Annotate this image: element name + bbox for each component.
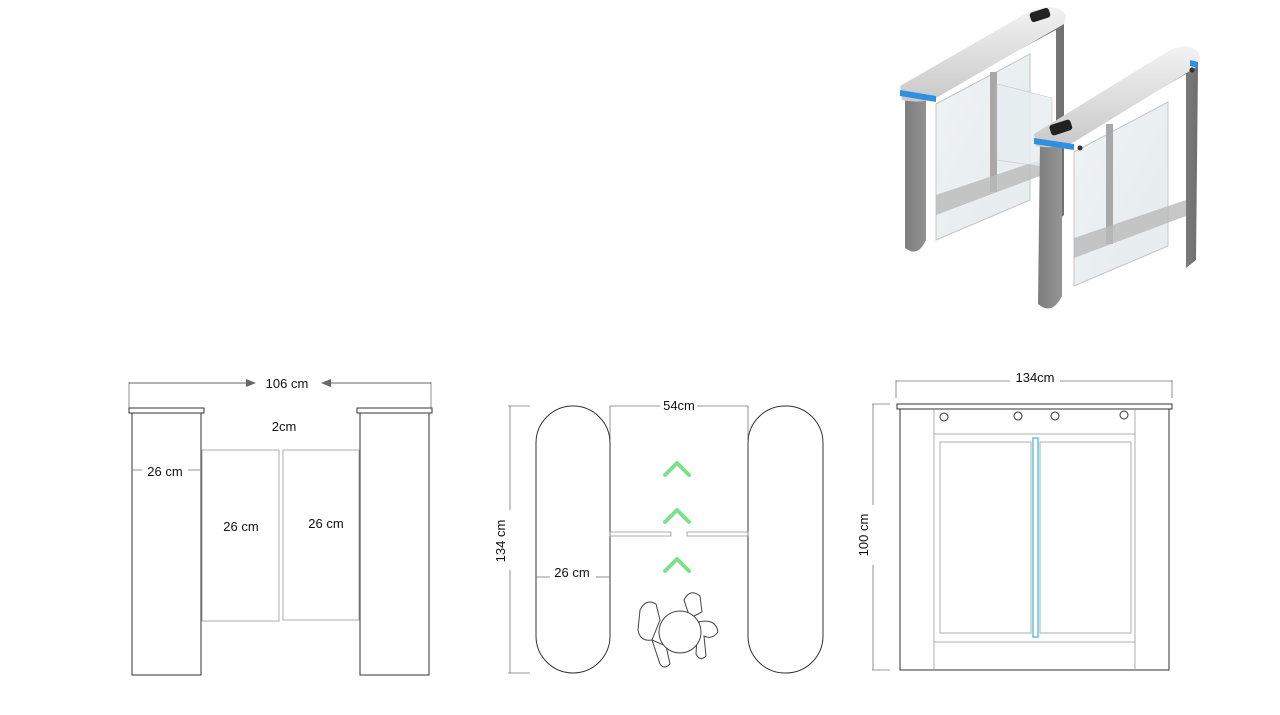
top-cabinet-width-label: 26 cm bbox=[554, 565, 589, 580]
front-left-wing bbox=[201, 449, 280, 622]
indicator-light bbox=[1050, 411, 1060, 421]
top-view-drawing: 134 cm 54cm 26 cm bbox=[493, 398, 824, 674]
swing-barrier-turnstile-render bbox=[900, 7, 1200, 309]
top-left-wing bbox=[609, 531, 672, 537]
front-right-cabinet bbox=[359, 412, 430, 676]
turnstile-front-unit bbox=[1034, 46, 1200, 309]
side-cabinet-body bbox=[899, 408, 1170, 671]
front-gap-label: 2cm bbox=[272, 419, 297, 434]
top-passage-label: 54cm bbox=[663, 398, 695, 413]
side-height-label: 100 cm bbox=[856, 514, 871, 557]
side-length-label: 134cm bbox=[1015, 370, 1054, 385]
indicator-light bbox=[939, 412, 949, 422]
chevron-up-icon bbox=[663, 508, 691, 524]
front-width-label: 106 cm bbox=[266, 376, 309, 391]
top-length-label: 134 cm bbox=[493, 520, 508, 563]
front-cabinet-width-label: 26 cm bbox=[147, 464, 182, 479]
side-view-drawing: 134cm 100 cm bbox=[856, 370, 1173, 671]
front-right-wing bbox=[282, 449, 360, 621]
side-wing-post bbox=[1032, 437, 1039, 638]
top-left-cabinet bbox=[535, 405, 611, 674]
side-glass-panel-left bbox=[939, 441, 1032, 634]
side-glass-panel-right bbox=[1039, 441, 1132, 634]
turnstile-back-unit bbox=[900, 7, 1066, 252]
front-right-wing-label: 26 cm bbox=[308, 516, 343, 531]
chevron-up-icon bbox=[663, 557, 691, 573]
front-left-cabinet-cap bbox=[128, 407, 205, 414]
indicator-light bbox=[1013, 411, 1023, 421]
front-left-wing-label: 26 cm bbox=[223, 519, 258, 534]
walk-direction-chevron-icon bbox=[663, 461, 691, 573]
chevron-up-icon bbox=[663, 461, 691, 477]
front-view-drawing: 106 cm 2cm 26 cm 26 cm 26 cm bbox=[128, 376, 433, 676]
side-top-cap bbox=[896, 403, 1173, 410]
front-right-cabinet-cap bbox=[356, 407, 433, 414]
front-left-cabinet bbox=[131, 412, 202, 676]
indicator-light bbox=[1119, 410, 1129, 420]
person-top-view-icon bbox=[637, 592, 719, 668]
top-right-cabinet bbox=[747, 405, 824, 674]
top-right-wing bbox=[686, 531, 749, 537]
